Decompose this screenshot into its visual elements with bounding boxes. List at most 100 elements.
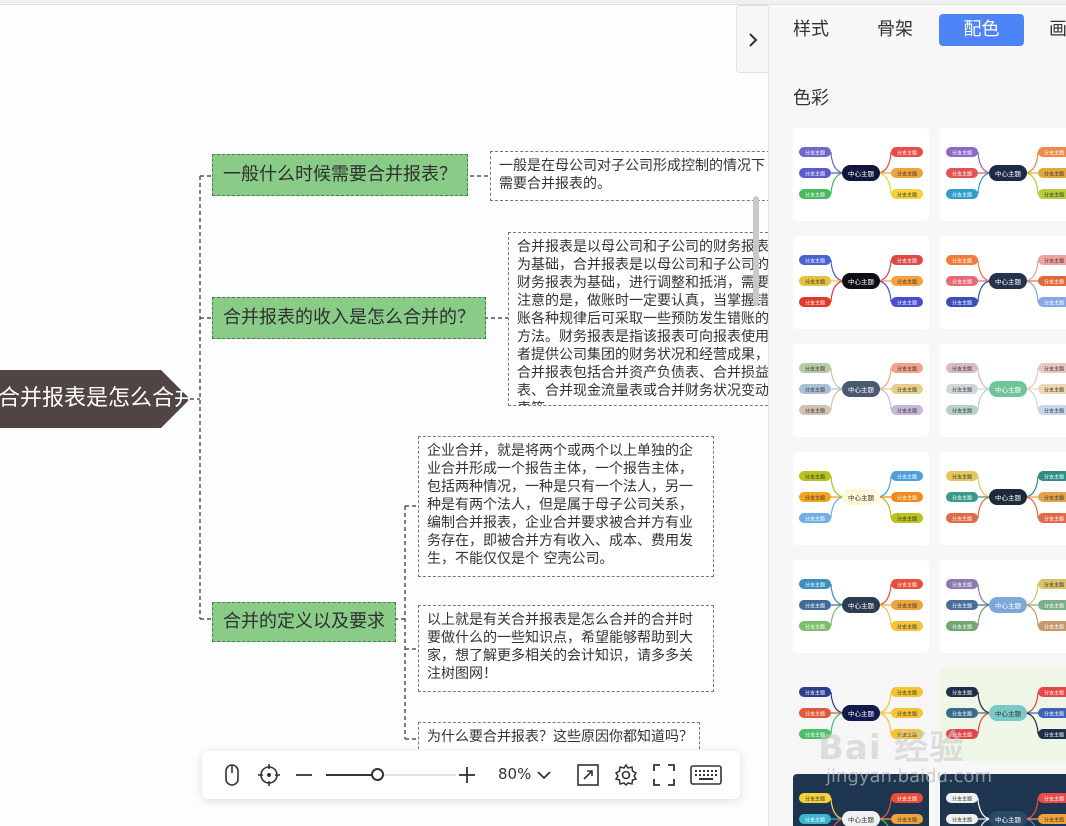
svg-text:分支主题: 分支主题	[952, 258, 972, 265]
svg-text:分支主题: 分支主题	[952, 408, 972, 415]
zoom-out-icon[interactable]	[294, 763, 314, 787]
tab-skeleton[interactable]: 骨架	[877, 19, 913, 40]
svg-text:分支主题: 分支主题	[897, 582, 917, 589]
zoom-slider[interactable]	[326, 774, 456, 776]
note-4[interactable]: 以上就是有关合并报表是怎么合并的合并时要做什么的一些知识点，希望能够帮助到大家，…	[418, 605, 714, 692]
svg-text:分支主题: 分支主题	[805, 582, 825, 589]
svg-text:分支主题: 分支主题	[897, 603, 917, 610]
svg-text:分支主题: 分支主题	[897, 300, 917, 307]
bottom-toolbar: 80%	[202, 751, 740, 799]
svg-text:分支主题: 分支主题	[1044, 300, 1064, 307]
collapse-panel-button[interactable]	[736, 5, 768, 73]
color-palette-option[interactable]: 分支主题分支主题分支主题分支主题分支主题分支主题中心主题	[793, 128, 929, 221]
tab-style[interactable]: 样式	[793, 19, 829, 40]
svg-text:分支主题: 分支主题	[1044, 279, 1064, 286]
svg-text:分支主题: 分支主题	[952, 171, 972, 178]
svg-text:分支主题: 分支主题	[1044, 258, 1064, 265]
svg-text:分支主题: 分支主题	[897, 192, 917, 199]
color-palette-option[interactable]: 分支主题分支主题分支主题分支主题分支主题分支主题中心主题	[940, 236, 1066, 329]
zoom-slider-handle[interactable]	[371, 768, 384, 781]
note-2[interactable]: 合并报表是以母公司和子公司的财务报表为基础，合并报表是以母公司和子公司的财务报表…	[508, 232, 768, 406]
color-palette-option[interactable]: 分支主题分支主题分支主题分支主题分支主题分支主题中心主题	[793, 668, 929, 761]
svg-text:分支主题: 分支主题	[952, 495, 972, 502]
vertical-scrollbar[interactable]	[753, 196, 759, 306]
branch-topic-2[interactable]: 合并报表的收入是怎么合并的？	[212, 297, 486, 339]
svg-text:分支主题: 分支主题	[1044, 495, 1064, 502]
svg-text:分支主题: 分支主题	[805, 279, 825, 286]
svg-text:中心主题: 中心主题	[848, 709, 875, 718]
right-panel: 样式 骨架 配色 画 色彩 分支主题分支主题分支主题分支主题分支主题分支主题中心…	[768, 6, 1066, 826]
fit-screen-icon[interactable]	[576, 763, 600, 787]
svg-text:分支主题: 分支主题	[1044, 796, 1064, 803]
svg-text:分支主题: 分支主题	[952, 690, 972, 697]
svg-text:分支主题: 分支主题	[805, 366, 825, 373]
svg-text:分支主题: 分支主题	[897, 408, 917, 415]
svg-text:分支主题: 分支主题	[805, 817, 825, 824]
color-palette-option[interactable]: 分支主题分支主题分支主题分支主题分支主题分支主题中心主题	[793, 452, 929, 545]
svg-text:分支主题: 分支主题	[805, 495, 825, 502]
svg-text:分支主题: 分支主题	[805, 796, 825, 803]
color-palette-option[interactable]: 分支主题分支主题分支主题分支主题分支主题分支主题中心主题	[940, 668, 1066, 761]
zoom-in-icon[interactable]	[456, 763, 478, 787]
svg-text:分支主题: 分支主题	[805, 711, 825, 718]
svg-text:分支主题: 分支主题	[952, 624, 972, 631]
note-1[interactable]: 一般是在母公司对子公司形成控制的情况下需要合并报表的。	[490, 151, 768, 201]
top-edge	[0, 0, 1066, 5]
root-topic[interactable]: 合并报表是怎么合并的？	[0, 370, 190, 428]
color-palette-option[interactable]: 分支主题分支主题分支主题分支主题分支主题分支主题中心主题	[940, 560, 1066, 653]
chevron-down-icon[interactable]	[536, 763, 552, 787]
svg-text:分支主题: 分支主题	[805, 171, 825, 178]
svg-text:中心主题: 中心主题	[848, 277, 875, 286]
color-palette-option[interactable]: 分支主题分支主题分支主题分支主题分支主题分支主题中心主题	[793, 560, 929, 653]
settings-icon[interactable]	[614, 763, 638, 787]
zoom-level[interactable]: 80%	[498, 765, 532, 783]
svg-text:中心主题: 中心主题	[848, 169, 875, 178]
svg-text:分支主题: 分支主题	[897, 258, 917, 265]
svg-text:分支主题: 分支主题	[1044, 711, 1064, 718]
color-palette-option[interactable]: 分支主题分支主题分支主题分支主题分支主题分支主题中心主题	[940, 128, 1066, 221]
svg-text:中心主题: 中心主题	[995, 709, 1022, 718]
svg-text:中心主题: 中心主题	[995, 169, 1022, 178]
svg-text:分支主题: 分支主题	[952, 300, 972, 307]
tab-color-scheme[interactable]: 配色	[939, 14, 1024, 46]
svg-text:中心主题: 中心主题	[848, 601, 875, 610]
mindmap-canvas[interactable]: 合并报表是怎么合并的？ 一般什么时候需要合并报表？ 合并报表的收入是怎么合并的？…	[0, 6, 768, 826]
svg-text:分支主题: 分支主题	[952, 796, 972, 803]
svg-text:分支主题: 分支主题	[805, 150, 825, 157]
svg-text:分支主题: 分支主题	[805, 192, 825, 199]
svg-text:分支主题: 分支主题	[1044, 366, 1064, 373]
svg-text:分支主题: 分支主题	[952, 192, 972, 199]
branch-topic-1[interactable]: 一般什么时候需要合并报表？	[212, 154, 468, 196]
svg-text:分支主题: 分支主题	[805, 474, 825, 481]
color-palette-option[interactable]: 分支主题分支主题分支主题分支主题分支主题分支主题中心主题	[940, 452, 1066, 545]
keyboard-icon[interactable]	[690, 763, 722, 787]
svg-text:分支主题: 分支主题	[897, 817, 917, 824]
svg-text:分支主题: 分支主题	[1044, 408, 1064, 415]
svg-text:分支主题: 分支主题	[897, 387, 917, 394]
fullscreen-icon[interactable]	[652, 763, 676, 787]
note-5[interactable]: 为什么要合并报表？这些原因你都知道吗？	[418, 722, 700, 754]
color-palette-option[interactable]: 分支主题分支主题分支主题分支主题分支主题分支主题中心主题	[793, 236, 929, 329]
color-section-title: 色彩	[793, 88, 829, 109]
svg-text:分支主题: 分支主题	[897, 366, 917, 373]
svg-text:分支主题: 分支主题	[897, 279, 917, 286]
chevron-right-icon	[749, 33, 758, 47]
svg-text:分支主题: 分支主题	[897, 171, 917, 178]
svg-text:分支主题: 分支主题	[1044, 387, 1064, 394]
color-palette-option[interactable]: 分支主题分支主题分支主题分支主题分支主题分支主题中心主题	[940, 344, 1066, 437]
svg-text:分支主题: 分支主题	[952, 732, 972, 739]
svg-text:分支主题: 分支主题	[1044, 817, 1064, 824]
mouse-icon[interactable]	[220, 763, 244, 787]
locate-icon[interactable]	[257, 763, 281, 787]
color-palette-option[interactable]: 分支主题分支主题分支主题分支主题分支主题分支主题中心主题	[793, 344, 929, 437]
svg-text:分支主题: 分支主题	[805, 516, 825, 523]
svg-text:分支主题: 分支主题	[1044, 732, 1064, 739]
svg-text:分支主题: 分支主题	[1044, 603, 1064, 610]
svg-text:分支主题: 分支主题	[1044, 516, 1064, 523]
branch-topic-3[interactable]: 合并的定义以及要求	[212, 602, 396, 642]
note-3[interactable]: 企业合并，就是将两个或两个以上单独的企业合并形成一个报告主体，一个报告主体，包括…	[418, 436, 714, 577]
svg-text:中心主题: 中心主题	[848, 385, 875, 394]
tab-canvas[interactable]: 画	[1049, 19, 1066, 40]
